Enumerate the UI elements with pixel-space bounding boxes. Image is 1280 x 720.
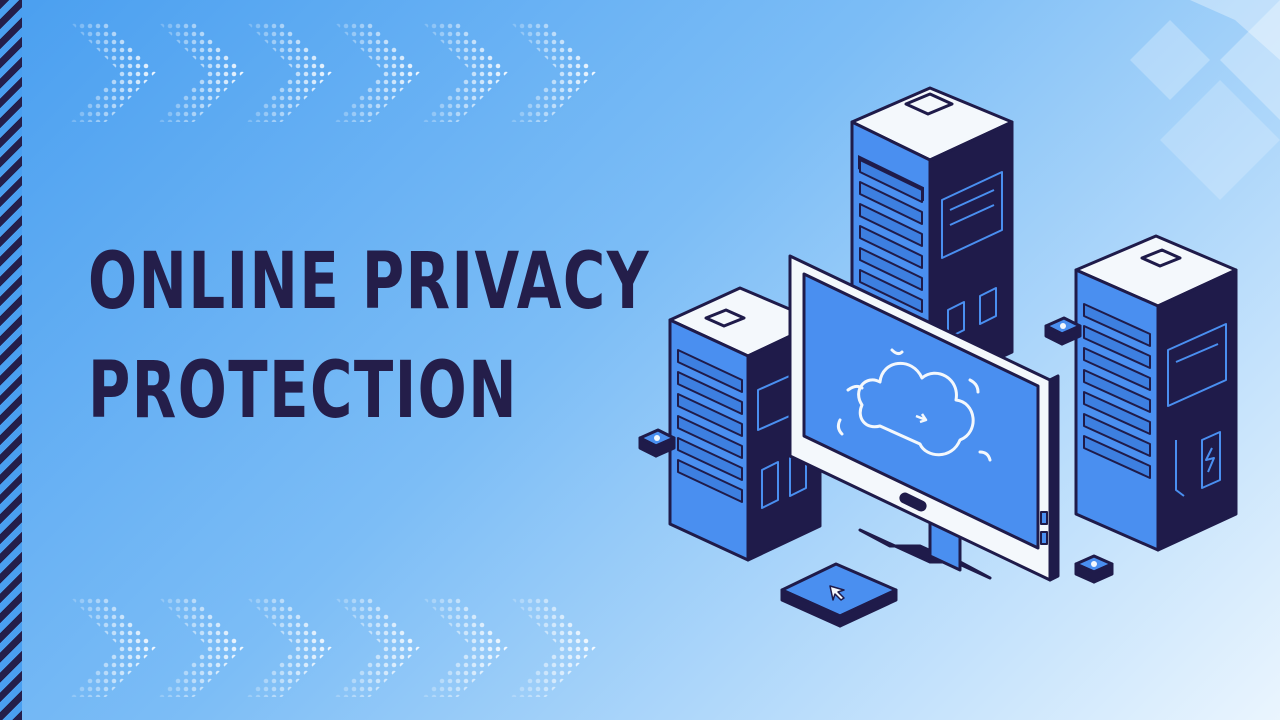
arrow-right-icon [915,413,928,424]
server-rack-icon [850,86,1014,392]
input-pad [780,562,898,628]
server-illustration [638,86,1238,628]
chip-left [638,428,676,458]
chip-right-top [1044,316,1082,346]
headline-line-2: PROTECTION [88,346,519,437]
server-rack-icon [1074,234,1238,552]
lightning-icon [1205,447,1215,473]
cloud-icon [836,348,992,462]
corner-decoration [1130,0,1280,200]
halftone-chevrons-bottom [70,597,610,697]
chip-right-bottom [1074,554,1114,584]
headline: ONLINE PRIVACY PROTECTION [88,228,650,446]
halftone-chevrons-top [70,22,610,122]
headline-line-1: ONLINE PRIVACY [88,237,650,327]
cursor-arrow-icon [829,585,845,601]
monitor-icon [788,254,1060,582]
diagonal-stripe-border [0,0,22,720]
